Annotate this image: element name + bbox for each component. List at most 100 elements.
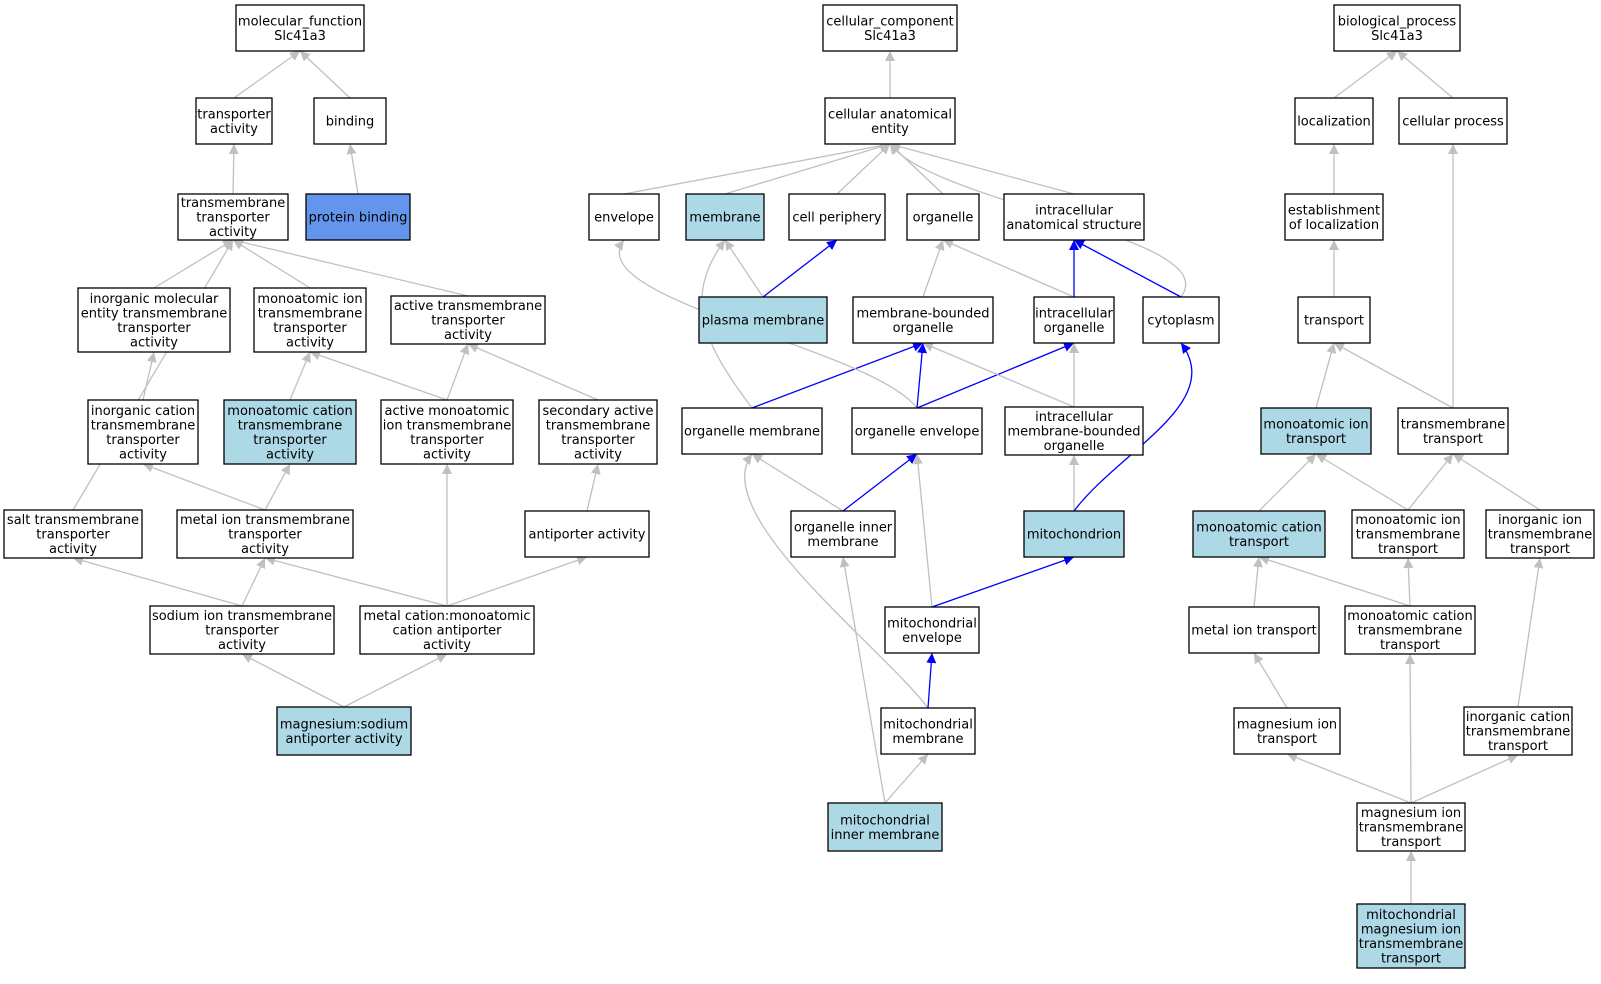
node-org-membrane[interactable]: organelle membrane — [681, 407, 823, 455]
node-label-line: transmembrane — [258, 306, 363, 321]
node-label-line: activity — [423, 447, 471, 462]
edge-mg_ion_tm_transport-to-mono_cation_tm_transport — [1405, 653, 1416, 804]
node-label-line: activity — [218, 638, 266, 653]
node-label-line: transport — [1510, 542, 1570, 557]
node-membrane[interactable]: membrane — [685, 193, 765, 241]
node-metal-ion-transport[interactable]: metal ion transport — [1188, 606, 1320, 654]
node-metal-ion-tm-act[interactable]: metal ion transmembranetransporteractivi… — [176, 509, 354, 559]
edge-salt_tm-to-tm_trans_act — [72, 239, 234, 511]
node-label-line: magnesium ion — [1361, 806, 1461, 821]
node-binding[interactable]: binding — [313, 97, 387, 145]
node-label-line: transmembrane — [1358, 624, 1463, 639]
node-label-line: cation antiporter — [392, 624, 502, 639]
node-label-line: membrane — [807, 535, 878, 550]
edge-mbo-to-organelle — [922, 239, 945, 298]
node-antiporter[interactable]: antiporter activity — [524, 510, 650, 558]
node-label-line: transporter — [431, 314, 505, 329]
node-org-envelope[interactable]: organelle envelope — [851, 407, 983, 455]
node-cytoplasm[interactable]: cytoplasm — [1142, 296, 1220, 344]
node-label-line: activity — [444, 328, 492, 343]
node-label-line: mitochondrial — [887, 616, 977, 631]
node-box — [788, 193, 886, 241]
node-label-line: transporter — [196, 211, 270, 226]
edge-secondary_active-to-active_tm — [467, 343, 599, 401]
node-plasma-membrane[interactable]: plasma membrane — [698, 296, 828, 344]
edge-active_mono-to-active_tm — [446, 343, 470, 401]
node-label-line: activity — [266, 447, 314, 462]
node-protein-binding[interactable]: protein binding — [305, 193, 411, 241]
edge-mono_cation_act-to-mono_ion_tm_act — [289, 351, 311, 401]
node-mono-cation-act[interactable]: monoatomic cationtransmembranetransporte… — [223, 399, 357, 465]
node-box — [235, 4, 365, 52]
node-organelle[interactable]: organelle — [906, 193, 980, 241]
node-label-line: transport — [1381, 951, 1441, 966]
node-label-line: organelle membrane — [684, 425, 820, 440]
node-cellular-process[interactable]: cellular process — [1398, 97, 1508, 145]
node-inorg-cation-act[interactable]: inorganic cationtransmembranetransporter… — [87, 399, 199, 465]
node-box — [1294, 97, 1374, 145]
edge-plasma_membrane-to-membrane — [724, 239, 764, 298]
node-secondary-active[interactable]: secondary activetransmembranetransporter… — [538, 399, 658, 465]
node-localization[interactable]: localization — [1294, 97, 1374, 145]
node-sodium-tm[interactable]: sodium ion transmembranetransporteractiv… — [149, 605, 335, 655]
node-label-line: protein binding — [309, 211, 408, 226]
node-envelope[interactable]: envelope — [588, 193, 660, 241]
node-label-line: mitochondrion — [1027, 528, 1121, 543]
node-label-line: membrane-bounded — [1007, 425, 1140, 440]
node-box — [1397, 407, 1509, 455]
node-label-line: entity — [871, 122, 909, 137]
node-label-line: organelle — [1044, 439, 1105, 454]
node-label-line: salt transmembrane — [7, 513, 139, 528]
edge-sodium_tm-to-salt_tm — [72, 555, 243, 607]
edge-mito_envelope-to-org_envelope — [912, 453, 933, 608]
node-label-line: inner membrane — [831, 828, 940, 843]
node-box — [1142, 296, 1220, 344]
node-label-line: biological_process — [1338, 14, 1457, 29]
node-label-line: monoatomic cation — [1196, 520, 1321, 535]
node-label-line: localization — [1297, 115, 1371, 130]
node-box — [253, 287, 367, 353]
node-label-line: activity — [241, 542, 289, 557]
node-box — [87, 399, 199, 465]
node-label-line: transporter — [561, 433, 635, 448]
node-label-line: molecular_function — [238, 14, 362, 29]
node-transport[interactable]: transport — [1297, 296, 1371, 344]
node-cell-periphery[interactable]: cell periphery — [788, 193, 886, 241]
node-label-line: transmembrane — [91, 418, 196, 433]
node-mitochondrion[interactable]: mitochondrion — [1023, 510, 1125, 558]
node-mono-ion-tm-act[interactable]: monoatomic iontransmembranetransporterac… — [253, 287, 367, 353]
node-box — [149, 605, 335, 655]
node-label-line: metal ion transmembrane — [180, 513, 350, 528]
